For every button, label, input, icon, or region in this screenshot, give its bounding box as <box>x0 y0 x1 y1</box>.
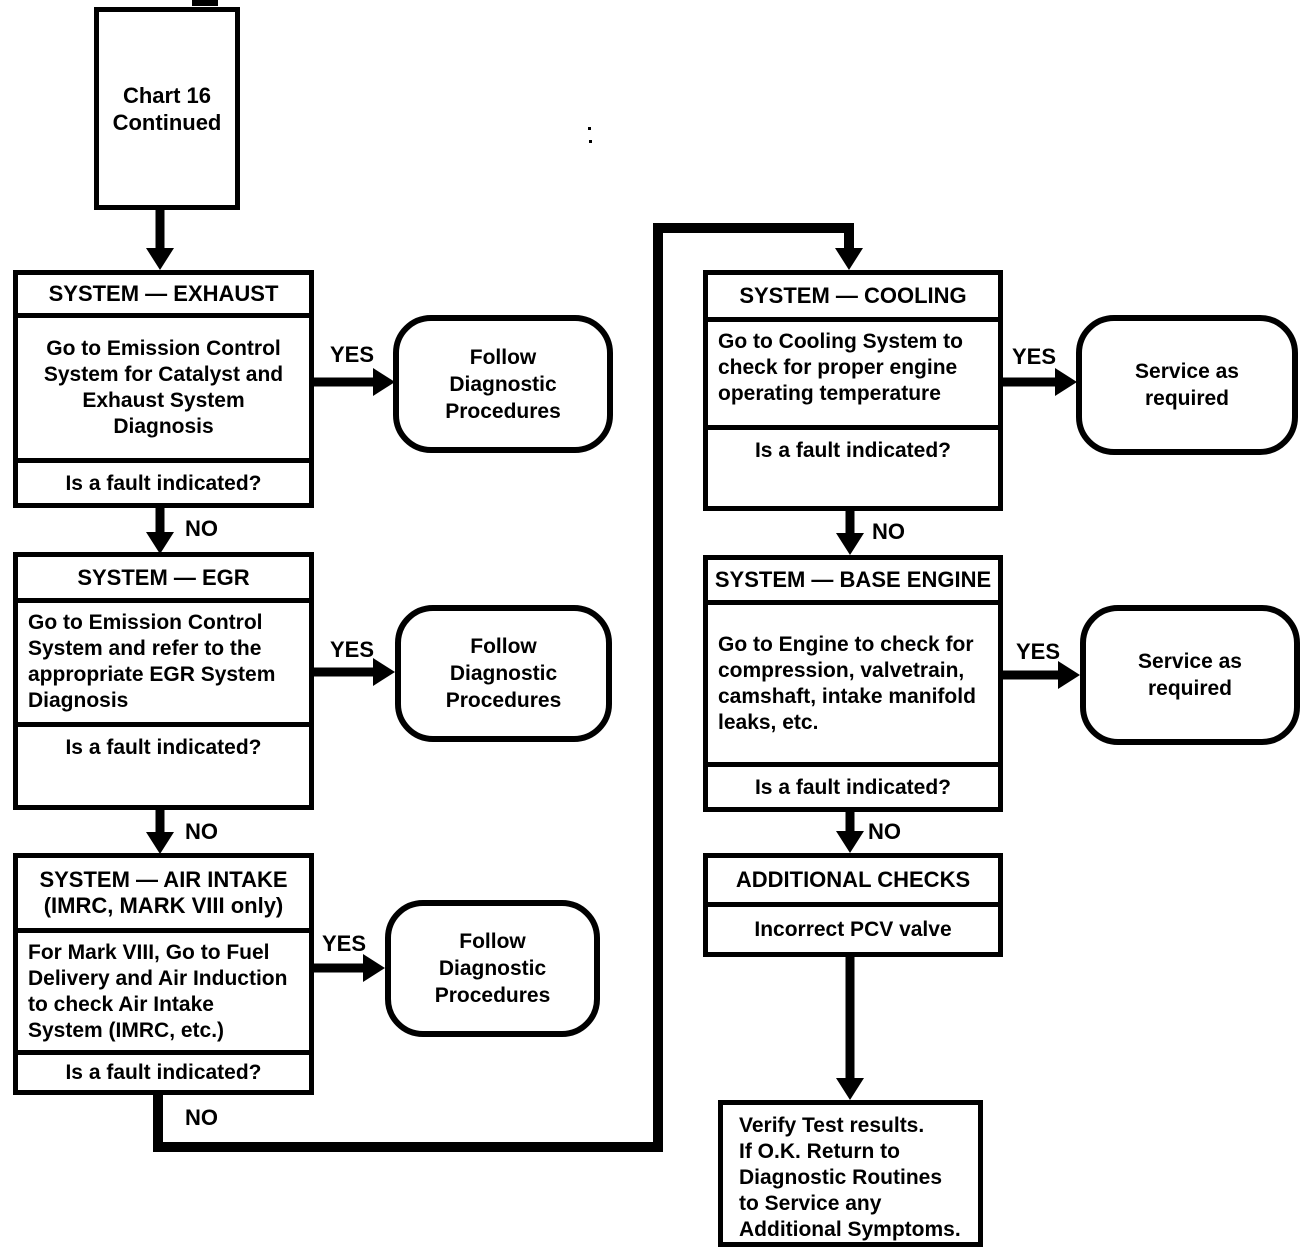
edge-label-no-air-intake: NO <box>185 1105 218 1130</box>
node-header-text: SYSTEM — BASE ENGINE <box>714 567 992 592</box>
node-system-exhaust: SYSTEM — EXHAUST Go to Emission Control … <box>13 270 314 508</box>
node-header-text: ADDITIONAL CHECKS <box>735 867 971 892</box>
node-question: Is a fault indicated? <box>18 722 309 805</box>
edge-label-yes-air-intake: YES <box>322 931 367 956</box>
node-body-text: Go to Emission Control System and refer … <box>28 611 276 712</box>
node-system-base-engine: SYSTEM — BASE ENGINE Go to Engine to che… <box>703 555 1003 812</box>
node-header: SYSTEM — EGR <box>18 557 309 603</box>
node-header-text: SYSTEM — EXHAUST <box>48 281 279 306</box>
node-additional-checks: ADDITIONAL CHECKS Incorrect PCV valve <box>703 853 1003 957</box>
node-verify-results: Verify Test results. If O.K. Return to D… <box>718 1100 983 1247</box>
node-follow-diagnostic-1: Follow Diagnostic Procedures <box>393 315 613 453</box>
node-body-text: Go to Engine to check for compression, v… <box>718 632 976 734</box>
node-verify-text: Verify Test results. If O.K. Return to D… <box>739 1114 961 1241</box>
node-question: Is a fault indicated? <box>18 458 309 503</box>
terminal-text: Service as required <box>1138 650 1242 700</box>
node-header: SYSTEM — BASE ENGINE <box>708 560 998 605</box>
edge-label-yes-egr: YES <box>330 637 375 662</box>
node-header: SYSTEM — COOLING <box>708 275 998 322</box>
node-chart16-text: Chart 16 Continued <box>112 82 222 135</box>
node-header-text: SYSTEM — EGR <box>77 564 250 590</box>
edge-label-yes-cooling: YES <box>1012 344 1057 369</box>
node-service-required-2: Service as required <box>1080 605 1300 745</box>
node-question-text: Is a fault indicated? <box>65 471 262 495</box>
node-question-text: Is a fault indicated? <box>65 1061 262 1084</box>
node-header-text: SYSTEM — AIR INTAKE (IMRC, MARK VIII onl… <box>39 867 288 918</box>
node-header: SYSTEM — EXHAUST <box>18 275 309 318</box>
edge-label-no-egr: NO <box>185 819 218 844</box>
node-follow-diagnostic-2: Follow Diagnostic Procedures <box>395 605 612 742</box>
node-service-required-1: Service as required <box>1076 315 1298 455</box>
edge-label-no-base-engine: NO <box>868 819 901 844</box>
node-question-text: Is a fault indicated? <box>754 775 952 799</box>
node-body: For Mark VIII, Go to Fuel Delivery and A… <box>18 933 309 1050</box>
node-header: SYSTEM — AIR INTAKE (IMRC, MARK VIII onl… <box>18 858 309 933</box>
arrow-heads <box>146 248 1080 1100</box>
node-header: ADDITIONAL CHECKS <box>708 858 998 907</box>
node-body-text: Incorrect PCV valve <box>754 917 952 941</box>
node-header-text: SYSTEM — COOLING <box>739 283 967 308</box>
scan-artifact-dot <box>589 140 592 143</box>
edge-label-no-exhaust: NO <box>185 516 218 541</box>
node-question-text: Is a fault indicated? <box>65 736 262 759</box>
edge-label-yes-base-engine: YES <box>1016 639 1061 664</box>
node-body-text: For Mark VIII, Go to Fuel Delivery and A… <box>28 941 288 1042</box>
node-body-text: Go to Emission Control System for Cataly… <box>43 337 284 438</box>
node-body: Incorrect PCV valve <box>708 907 998 952</box>
node-body: Go to Emission Control System for Cataly… <box>18 318 309 458</box>
node-body: Go to Engine to check for compression, v… <box>708 605 998 762</box>
terminal-text: Follow Diagnostic Procedures <box>434 930 551 1007</box>
node-question: Is a fault indicated? <box>708 425 998 506</box>
node-system-cooling: SYSTEM — COOLING Go to Cooling System to… <box>703 270 1003 511</box>
node-system-air-intake: SYSTEM — AIR INTAKE (IMRC, MARK VIII onl… <box>13 853 314 1095</box>
node-question-text: Is a fault indicated? <box>754 439 952 462</box>
terminal-text: Follow Diagnostic Procedures <box>445 345 561 423</box>
scan-artifact-dot <box>588 127 591 130</box>
arrow-shafts <box>153 208 1062 1152</box>
node-question: Is a fault indicated? <box>18 1050 309 1090</box>
edge-label-no-cooling: NO <box>872 519 905 544</box>
node-body: Go to Emission Control System and refer … <box>18 603 309 722</box>
node-chart16-continued: Chart 16 Continued <box>94 7 240 210</box>
node-body: Go to Cooling System to check for proper… <box>708 322 998 425</box>
terminal-text: Follow Diagnostic Procedures <box>445 635 562 712</box>
node-follow-diagnostic-3: Follow Diagnostic Procedures <box>385 900 600 1037</box>
terminal-text: Service as required <box>1135 360 1239 410</box>
node-body-text: Go to Cooling System to check for proper… <box>718 330 963 405</box>
edge-label-yes-exhaust: YES <box>330 342 375 367</box>
node-system-egr: SYSTEM — EGR Go to Emission Control Syst… <box>13 552 314 810</box>
node-question: Is a fault indicated? <box>708 762 998 807</box>
scan-artifact-smudge <box>192 0 218 6</box>
